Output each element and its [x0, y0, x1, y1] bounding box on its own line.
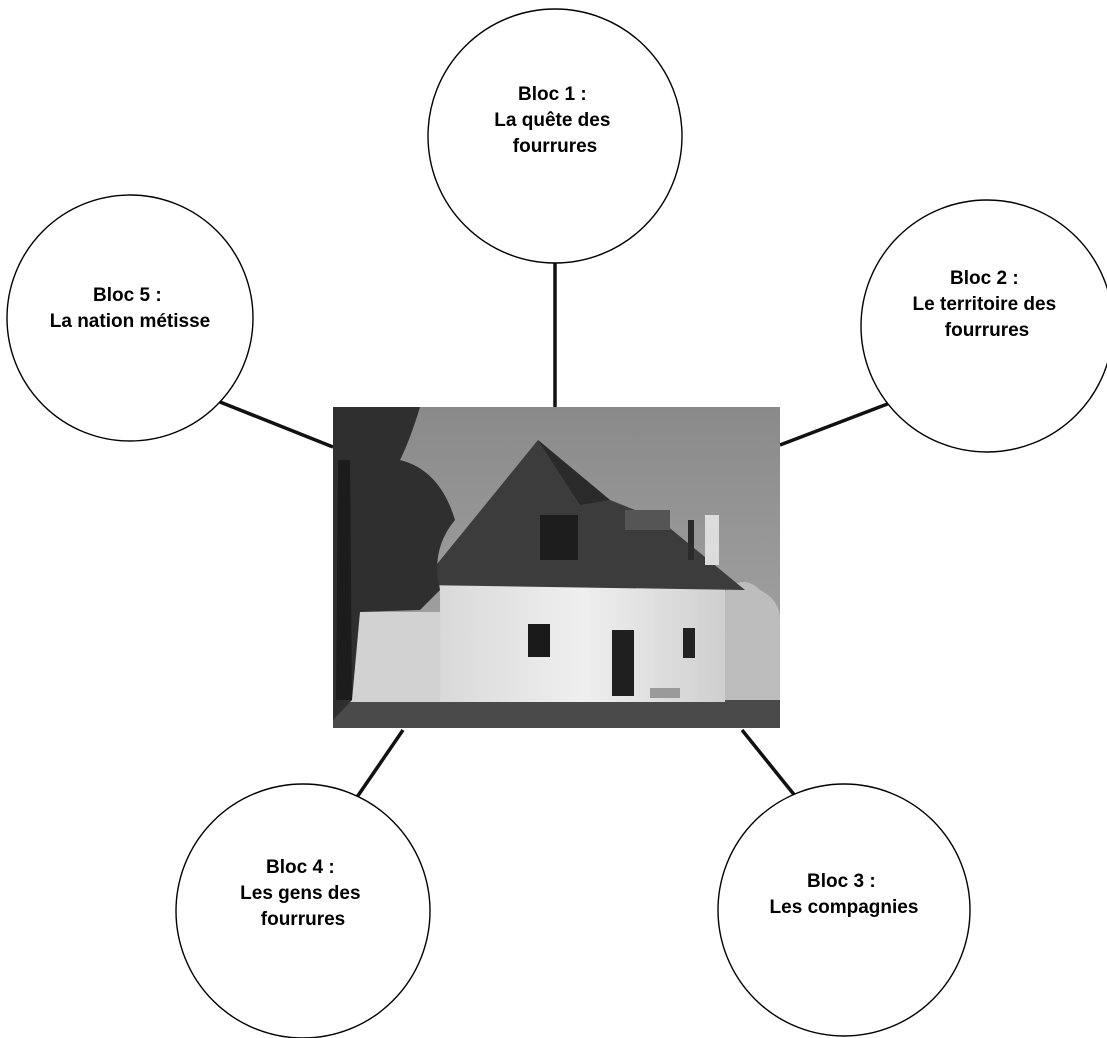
bloc-3-line-1: Bloc 3 :: [807, 871, 876, 892]
svg-text:Bloc 2 : Le territoire d: Bloc 2 : Le territoire des fourrures: [913, 268, 1062, 341]
bloc-4-line-3: fourrures: [261, 909, 345, 930]
connector-bloc-5: [219, 400, 334, 449]
svg-text:Bloc 5 : La nation métis: Bloc 5 : La nation métisse: [50, 285, 211, 332]
bloc-1-line-2: La quête des: [494, 110, 610, 131]
bloc-5-line-2: La nation métisse: [50, 311, 211, 332]
bloc-3-line-2: Les compagnies: [770, 897, 919, 918]
bloc-1-line-1: Bloc 1 :: [518, 84, 587, 105]
bloc-4-line-2: Les gens des: [240, 883, 360, 904]
svg-text:Bloc 4 : Les gens des: Bloc 4 : Les gens des fourrures: [240, 857, 366, 930]
bloc-2-line-2: Le territoire des: [913, 294, 1057, 315]
bloc-1-line-3: fourrures: [513, 136, 597, 157]
svg-text:Bloc 1 : La quête des: Bloc 1 : La quête des fourrures: [494, 84, 615, 157]
connector-bloc-4: [353, 729, 405, 801]
bloc-4-node: Bloc 4 : Les gens des fourrures: [175, 783, 431, 1038]
svg-text:Bloc 3 : Les compagnies: Bloc 3 : Les compagnies: [770, 871, 919, 918]
bloc-1-node: Bloc 1 : La quête des fourrures: [427, 8, 683, 264]
connector-bloc-2: [779, 401, 891, 447]
bloc-2-line-3: fourrures: [945, 320, 1029, 341]
bloc-2-node: Bloc 2 : Le territoire des fourrures: [860, 199, 1107, 453]
connectors: [219, 262, 891, 804]
bloc-5-node: Bloc 5 : La nation métisse: [6, 194, 254, 442]
bloc-4-line-1: Bloc 4 :: [266, 857, 335, 878]
connector-bloc-3: [740, 728, 802, 804]
bloc-2-line-1: Bloc 2 :: [950, 268, 1019, 289]
photo-stone-house: [333, 407, 780, 728]
bloc-5-line-1: Bloc 5 :: [93, 285, 162, 306]
bloc-3-node: Bloc 3 : Les compagnies: [717, 783, 971, 1037]
